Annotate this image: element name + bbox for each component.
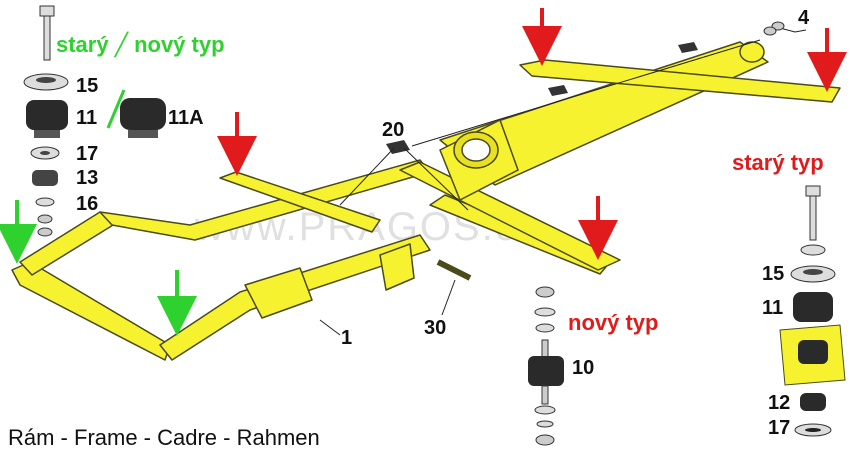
new-type-label: nový typ — [568, 310, 659, 335]
rear-bracket — [244, 267, 313, 319]
washer-16 — [35, 197, 55, 207]
part-11-right: 11 — [762, 297, 784, 319]
pad-20 — [386, 140, 410, 154]
green-arrows — [0, 200, 197, 336]
red-arrows — [217, 8, 847, 260]
rubber-13 — [32, 170, 58, 186]
bolt — [805, 185, 821, 197]
center-bracket — [379, 243, 415, 291]
old-new-type-label: starý ╱ nový typ — [56, 32, 225, 57]
stud-30 — [436, 259, 472, 281]
rubber-12 — [800, 393, 826, 411]
frame — [11, 41, 841, 361]
right-rail-long — [159, 234, 431, 361]
part-1: 1 — [341, 327, 353, 349]
part-4: 4 — [798, 7, 810, 29]
silentblock-10 — [528, 356, 564, 386]
part-16: 16 — [76, 193, 99, 215]
center-mount-stack — [528, 286, 564, 446]
bolt — [39, 5, 55, 17]
rubber-pads — [386, 42, 698, 154]
part-13: 13 — [76, 167, 99, 189]
nut — [535, 286, 555, 298]
part-15-right: 15 — [762, 263, 785, 285]
pad — [548, 85, 568, 96]
left-rail-long — [99, 159, 431, 241]
part-17-right: 17 — [768, 417, 791, 439]
part-10: 10 — [572, 357, 595, 379]
left-rail-outer — [19, 211, 119, 276]
washer-4 — [763, 21, 785, 36]
nut — [37, 214, 53, 224]
caption: Rám - Frame - Cadre - Rahmen — [8, 425, 320, 450]
part-30: 30 — [424, 317, 447, 339]
rubber-11 — [26, 100, 68, 130]
left-mount-stack — [23, 5, 166, 237]
old-type-label: starý typ — [732, 150, 824, 175]
part-11-left: 11 — [76, 107, 98, 129]
pad — [678, 42, 698, 53]
part-11A: 11A — [168, 107, 204, 129]
part-17-left: 17 — [76, 143, 99, 165]
front-cross-member — [11, 261, 171, 361]
part-15-left: 15 — [76, 75, 99, 97]
part-20: 20 — [382, 119, 405, 141]
part-12: 12 — [768, 392, 791, 414]
rubber-11 — [793, 292, 833, 322]
rubber-11A — [120, 98, 166, 130]
divider-slash — [106, 89, 126, 129]
right-mount-stack — [779, 185, 846, 437]
leader-lines — [319, 27, 807, 336]
